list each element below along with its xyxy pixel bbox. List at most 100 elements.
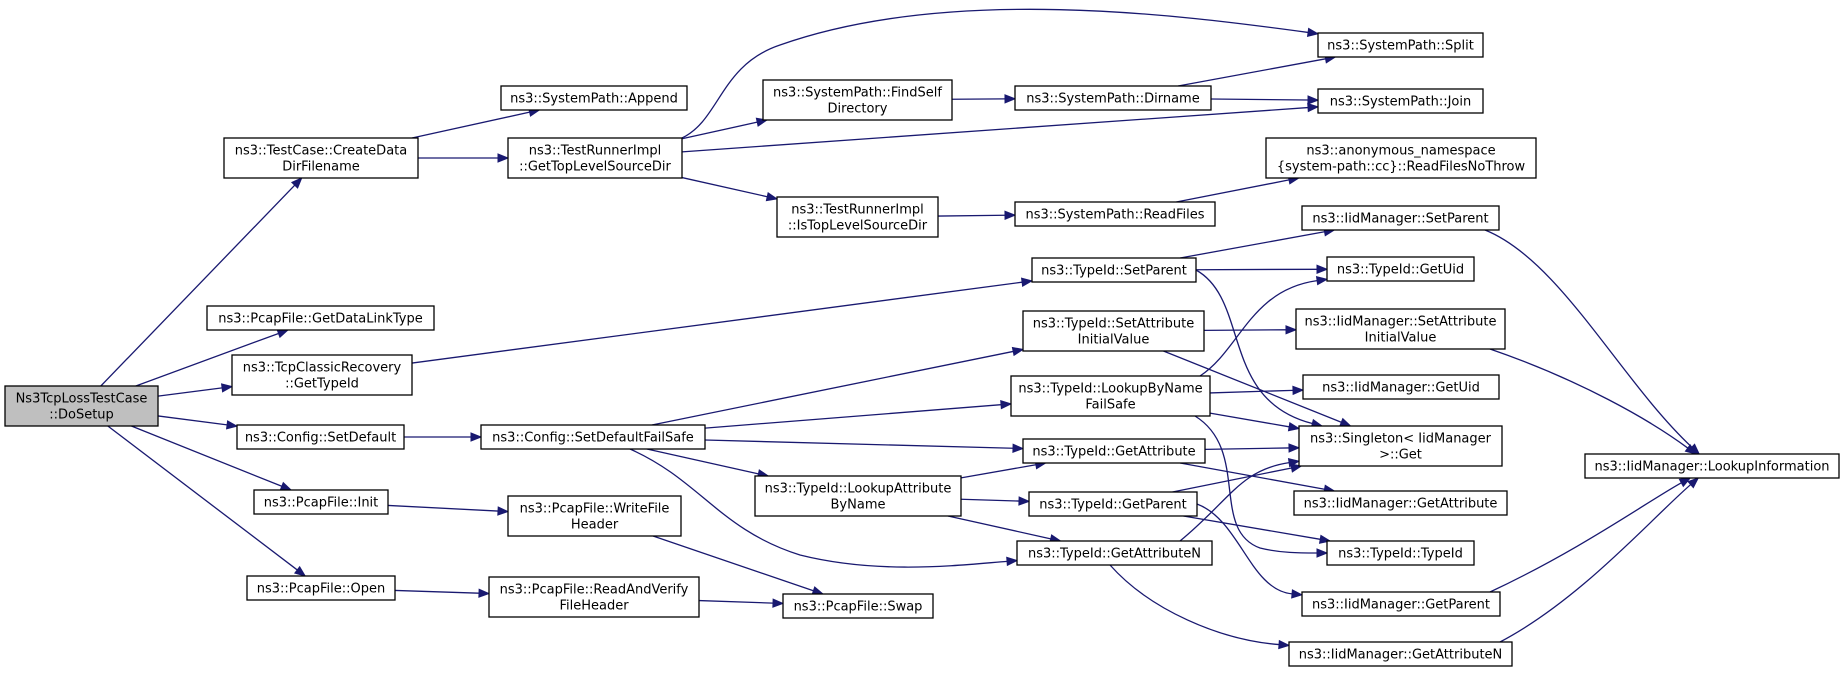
arrowhead [1004,210,1017,221]
node-label: FailSafe [1085,398,1135,413]
node-get-top-level[interactable]: ns3::TestRunnerImpl::GetTopLevelSourceDi… [507,137,683,179]
node-box [1302,374,1500,400]
arrowhead [1684,443,1697,455]
node-sp-append[interactable]: ns3::SystemPath::Append [500,85,688,111]
arrowhead [293,565,307,577]
edge-line [1210,98,1309,101]
node-im-get-uid[interactable]: ns3::IidManager::GetUid [1302,374,1500,400]
node-label: ns3::Config::SetDefault [245,431,396,446]
edge-line [947,515,1051,540]
edge-tidSetAttrInit-to-singletonGet [1163,350,1352,427]
edge-line [1195,269,1313,425]
arrowhead [1678,477,1692,488]
edge-line [1499,484,1692,643]
function-nodes: Ns3TcpLossTestCase::DoSetup ns3::TestCase… [4,32,1840,667]
node-tid-get-parent[interactable]: ns3::TypeId::GetParent [1028,491,1198,517]
edge-spDirname-to-spSplit [1177,54,1337,87]
node-box [1293,490,1508,516]
edge-tidSetParent-to-imSetParent [1180,227,1336,259]
node-pcap-open[interactable]: ns3::PcapFile::Open [246,575,396,601]
node-sp-join[interactable]: ns3::SystemPath::Join [1317,88,1484,114]
node-singleton-get[interactable]: ns3::Singleton< IidManager>::Get [1298,425,1503,467]
node-tid-set-parent[interactable]: ns3::TypeId::SetParent [1031,257,1197,283]
edge-line [681,176,768,198]
node-label: InitialValue [1365,331,1437,346]
node-im-set-attr-init[interactable]: ns3::IidManager::SetAttributeInitialValu… [1295,308,1506,350]
node-label: ns3::TcpClassicRecovery [243,361,402,376]
node-box [776,196,939,238]
call-edges [100,8,1701,650]
edge-line [157,387,223,397]
edge-readAndVerify-to-pcapSwap [698,598,785,608]
node-pcap-swap[interactable]: ns3::PcapFile::Swap [782,593,934,619]
node-config-set-default-fail-safe[interactable]: ns3::Config::SetDefaultFailSafe [480,424,706,450]
edge-tidSetParent-to-tidGetUid [1195,264,1329,275]
node-box [1584,453,1840,479]
node-label: ns3::PcapFile::Open [257,582,385,597]
edge-getTopLevel-to-spJoin [681,102,1320,153]
node-box [231,354,413,396]
node-im-set-parent[interactable]: ns3::IidManager::SetParent [1301,205,1500,231]
node-root[interactable]: Ns3TcpLossTestCase::DoSetup [4,385,159,427]
node-tcp-classic-get-type-id[interactable]: ns3::TcpClassicRecovery::GetTypeId [231,354,413,396]
node-get-data-link-type[interactable]: ns3::PcapFile::GetDataLinkType [206,305,435,331]
node-tid-get-attribute[interactable]: ns3::TypeId::GetAttribute [1022,438,1206,464]
edge-line [681,8,1309,139]
edge-configSetDefaultFailSafe-to-tidGetAttributeN [629,448,1019,568]
edge-line [1172,467,1292,493]
node-label: ns3::IidManager::GetAttribute [1304,497,1498,512]
node-tid-type-id[interactable]: ns3::TypeId::TypeId [1326,540,1475,566]
edge-spDirname-to-spJoin [1210,95,1320,105]
node-sp-dirname[interactable]: ns3::SystemPath::Dirname [1014,85,1212,111]
edge-isTopLevel-to-spReadFiles [937,210,1017,221]
node-tid-get-attribute-n[interactable]: ns3::TypeId::GetAttributeN [1016,540,1213,566]
node-im-lookup-info[interactable]: ns3::IidManager::LookupInformation [1584,453,1840,479]
node-read-files-no-throw[interactable]: ns3::anonymous_namespace{system-path::cc… [1265,137,1537,179]
edge-line [1199,279,1318,377]
node-im-get-parent[interactable]: ns3::IidManager::GetParent [1301,591,1501,617]
node-box [236,424,405,450]
node-is-top-level[interactable]: ns3::TestRunnerImpl::IsTopLevelSourceDir [776,196,939,238]
node-pcap-init[interactable]: ns3::PcapFile::Init [253,489,389,515]
edge-tidSetAttrInit-to-imSetAttrInit [1203,325,1298,335]
arrowhead [1012,443,1025,454]
arrowhead [470,432,483,442]
edge-root-to-createData [100,177,303,387]
node-label: ns3::TypeId::LookupAttribute [765,482,952,497]
node-box [488,576,700,618]
node-im-get-attribute-n[interactable]: ns3::IidManager::GetAttributeN [1288,641,1513,667]
node-sp-split[interactable]: ns3::SystemPath::Split [1317,32,1484,58]
arrowhead [1006,556,1019,567]
node-box [1014,85,1212,111]
arrowhead [225,420,239,430]
edge-configSetDefaultFailSafe-to-tidLookupByName [704,399,1013,429]
node-sp-read-files[interactable]: ns3::SystemPath::ReadFiles [1014,201,1216,227]
edge-root-to-getDataLinkType [135,329,290,387]
node-tid-get-uid[interactable]: ns3::TypeId::GetUid [1326,256,1475,282]
edge-createData-to-getTopLevel [418,153,510,163]
arrowhead [497,506,510,516]
node-config-set-default[interactable]: ns3::Config::SetDefault [236,424,405,450]
edge-root-to-tcpClassicGetTypeId [157,383,234,397]
node-label: ::DoSetup [49,408,114,423]
edge-tidLookupAttr-to-tidGetParent [960,496,1031,506]
node-im-get-attribute[interactable]: ns3::IidManager::GetAttribute [1293,490,1508,516]
node-box [246,575,396,601]
node-label: ns3::TestRunnerImpl [529,144,662,159]
edge-line [1209,389,1294,394]
edge-spReadFiles-to-readFilesNoThrow [1176,175,1301,203]
edge-line [1194,415,1318,554]
node-label: ::GetTopLevelSourceDir [519,160,671,175]
node-label: ns3::SystemPath::Append [510,92,678,107]
node-label: ns3::IidManager::GetParent [1312,598,1490,613]
node-box [782,593,934,619]
node-box [1010,375,1211,417]
